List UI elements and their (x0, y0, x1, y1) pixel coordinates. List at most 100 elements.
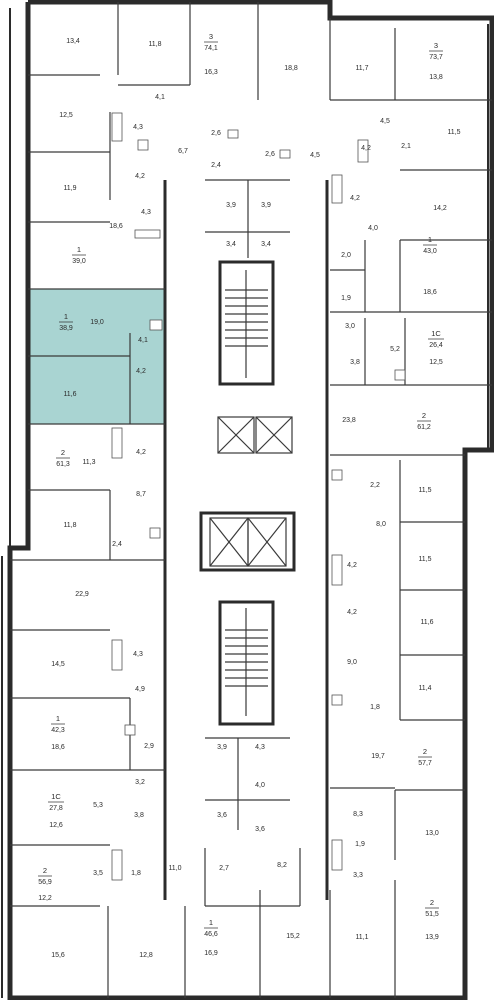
interior-partitions (10, 2, 492, 998)
room-area: 2,1 (401, 143, 411, 150)
room-area: 13,4 (66, 38, 80, 45)
room-area: 4,1 (138, 337, 148, 344)
room-area: 1,9 (341, 295, 351, 302)
room-area: 4,9 (135, 686, 145, 693)
room-area: 4,2 (350, 195, 360, 202)
flat-label[interactable]: 1 46,6 (204, 918, 218, 938)
room-area: 12,2 (38, 895, 52, 902)
bathroom-fixtures (111, 112, 406, 881)
room-area: 3,8 (350, 359, 360, 366)
flat-total-area: 26,4 (429, 342, 443, 349)
room-area: 18,8 (284, 65, 298, 72)
flat-label[interactable]: 1 42,3 (51, 714, 65, 734)
flat-rooms-count: 1 (56, 714, 60, 723)
room-area: 11,9 (63, 185, 76, 192)
flat-total-area: 74,1 (204, 45, 218, 52)
flat-label[interactable]: 1 43,0 (423, 235, 437, 255)
room-area: 4,2 (135, 173, 145, 180)
room-area: 11,6 (63, 391, 76, 398)
flat-label[interactable]: 2 51,5 (425, 898, 439, 918)
room-area: 3,9 (217, 744, 227, 751)
room-area: 14,2 (433, 205, 447, 212)
room-area: 11,5 (418, 556, 431, 563)
room-area: 11,8 (148, 41, 161, 48)
room-area: 5,2 (390, 346, 400, 353)
room-area: 9,0 (347, 659, 357, 666)
room-area: 6,7 (178, 148, 188, 155)
room-area: 11,4 (418, 685, 431, 692)
room-area: 22,9 (75, 591, 89, 598)
room-area: 4,3 (133, 651, 143, 658)
flat-label[interactable]: 1 39,0 (72, 245, 86, 265)
room-area: 2,2 (370, 482, 380, 489)
room-area: 3,2 (135, 779, 145, 786)
room-area: 11,5 (418, 487, 431, 494)
room-area: 4,2 (136, 368, 146, 375)
room-area: 5,3 (93, 802, 103, 809)
flat-total-area: 27,8 (49, 805, 63, 812)
room-area: 19,0 (90, 319, 104, 326)
flat-rooms-count: 1С (431, 329, 441, 338)
flat-rooms-count: 1 (209, 918, 213, 927)
room-area: 2,6 (265, 151, 275, 158)
flat-label[interactable]: 2 61,3 (56, 448, 70, 468)
room-area: 11,6 (420, 619, 433, 626)
flat-rooms-count: 1С (51, 792, 61, 801)
flat-label[interactable]: 3 73,7 (429, 41, 443, 61)
flat-rooms-count: 2 (422, 411, 426, 420)
room-area: 3,8 (134, 812, 144, 819)
flat-label[interactable]: 2 61,2 (417, 411, 431, 431)
flat-total-area: 42,3 (51, 727, 65, 734)
room-area: 12,5 (59, 112, 73, 119)
flat-total-area: 73,7 (429, 54, 443, 61)
flat-label[interactable]: 3 74,1 (204, 32, 218, 52)
flat-rooms-count: 1 (428, 235, 432, 244)
room-area: 8,3 (353, 811, 363, 818)
room-labels: 13,4 11,8 16,3 18,8 11,7 13,8 12,5 4,1 4… (38, 38, 460, 959)
room-area: 4,1 (155, 94, 165, 101)
flat-label[interactable]: 1С 26,4 (428, 329, 444, 349)
flat-label[interactable]: 1С 27,8 (48, 792, 64, 812)
room-area: 2,9 (144, 743, 154, 750)
room-area: 18,6 (109, 223, 123, 230)
room-area: 4,5 (310, 152, 320, 159)
room-area: 11,0 (168, 865, 181, 872)
room-area: 4,3 (133, 124, 143, 131)
room-area: 11,1 (355, 934, 368, 941)
room-area: 15,6 (51, 952, 65, 959)
room-area: 3,5 (93, 870, 103, 877)
flat-total-area: 61,3 (56, 461, 70, 468)
room-area: 4,5 (380, 118, 390, 125)
room-area: 8,7 (136, 491, 146, 498)
flat-total-area: 38,9 (59, 325, 73, 332)
flat-label[interactable]: 1 38,9 (59, 312, 73, 332)
room-area: 19,7 (371, 753, 385, 760)
room-area: 14,5 (51, 661, 65, 668)
room-area: 11,8 (63, 522, 76, 529)
room-area: 3,6 (255, 826, 265, 833)
room-area: 4,2 (347, 609, 357, 616)
central-core (163, 180, 329, 900)
room-area: 3,6 (217, 812, 227, 819)
flat-rooms-count: 3 (434, 41, 438, 50)
room-area: 16,9 (204, 950, 218, 957)
room-area: 11,5 (447, 129, 460, 136)
room-area: 8,2 (277, 862, 287, 869)
flat-label[interactable]: 2 56,9 (38, 866, 52, 886)
flat-label[interactable]: 2 57,7 (418, 747, 432, 767)
flat-total-area: 39,0 (72, 258, 86, 265)
room-area: 3,4 (261, 241, 271, 248)
room-area: 2,4 (211, 162, 221, 169)
flat-rooms-count: 1 (64, 312, 68, 321)
flat-total-area: 43,0 (423, 248, 437, 255)
room-area: 13,9 (425, 934, 439, 941)
flat-rooms-count: 2 (43, 866, 47, 875)
flat-total-area: 61,2 (417, 424, 431, 431)
room-area: 11,7 (355, 65, 368, 72)
room-area: 2,6 (211, 130, 221, 137)
flat-total-area: 51,5 (425, 911, 439, 918)
room-area: 12,5 (429, 359, 443, 366)
flat-total-area: 46,6 (204, 931, 218, 938)
